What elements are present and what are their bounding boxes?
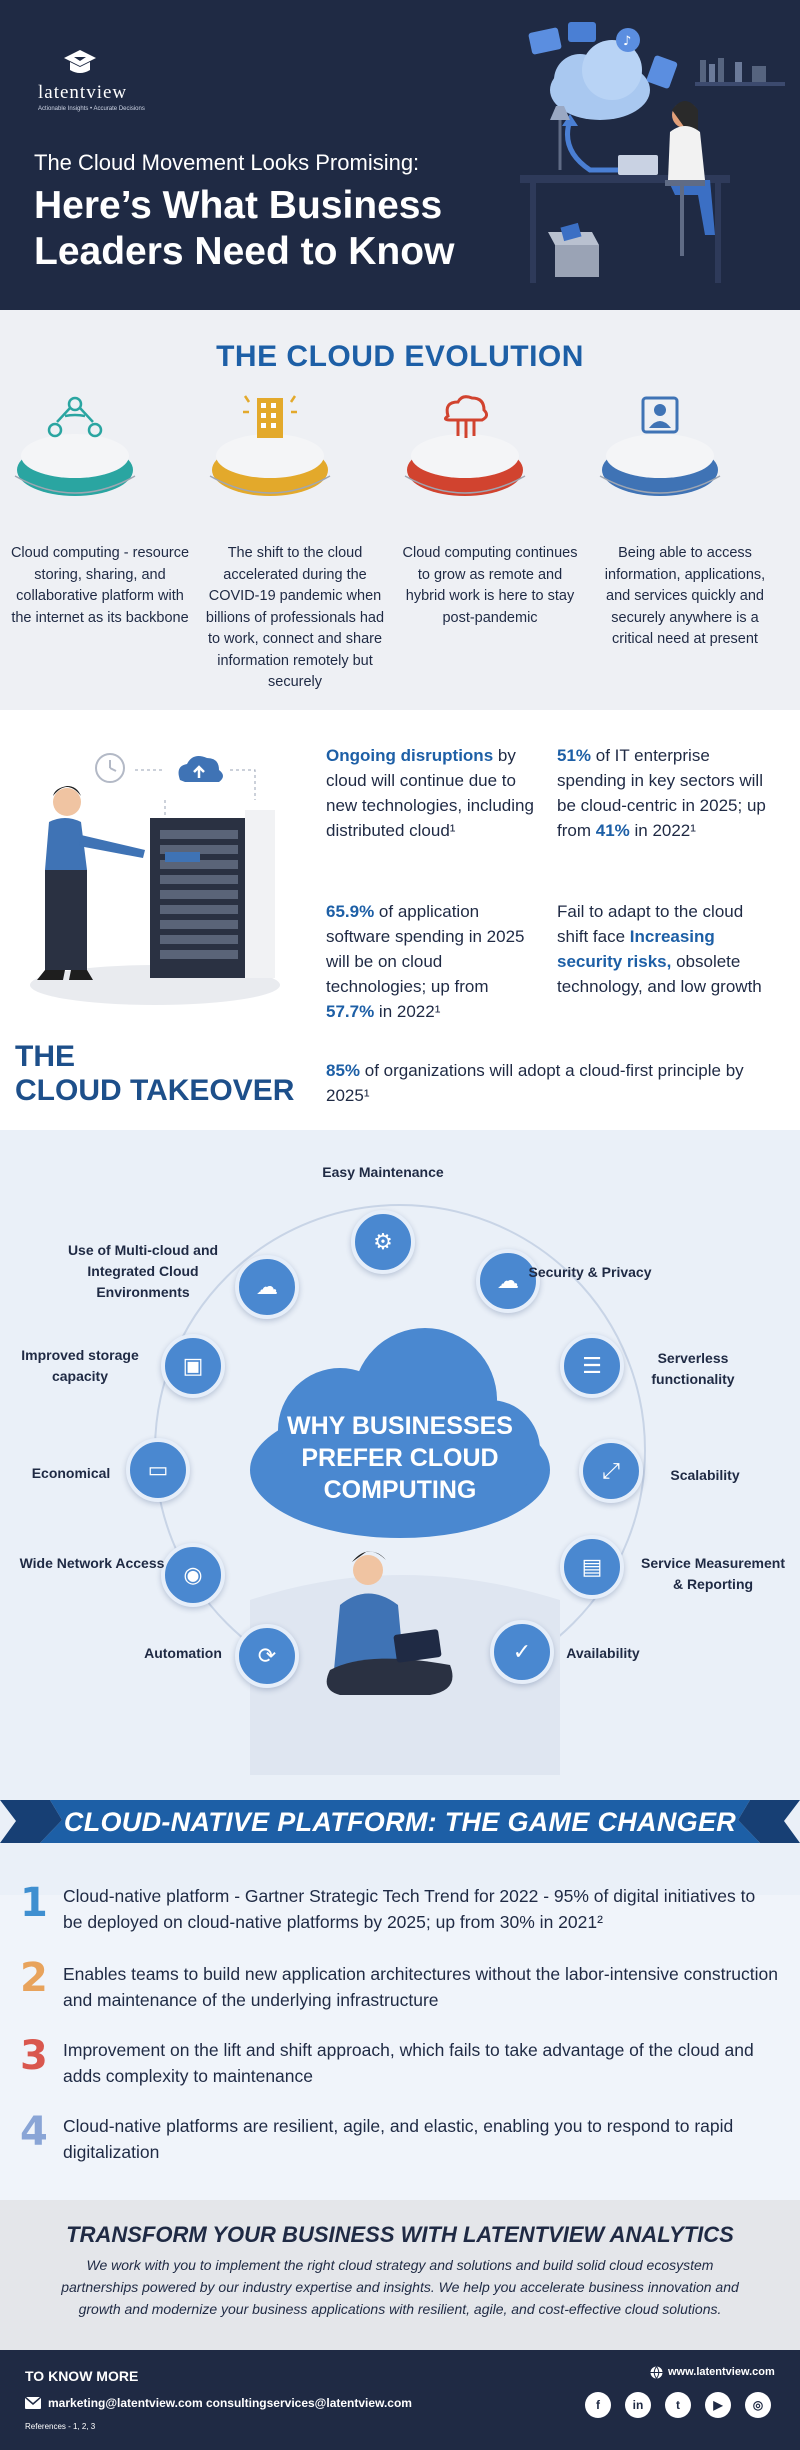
evolution-item: Cloud computing - resource storing, shar… — [10, 392, 190, 629]
instagram-icon[interactable]: ◎ — [745, 2392, 771, 2418]
why-node-label: Security & Privacy — [528, 1264, 652, 1280]
cloud-native-item: Cloud-native platforms are resilient, ag… — [63, 2116, 734, 2162]
people-network-icon — [47, 396, 103, 438]
transform-text: We work with you to implement the right … — [61, 2257, 739, 2317]
evolution-title: THE CLOUD EVOLUTION — [216, 340, 584, 373]
evolution-item: Cloud computing continues to grow as rem… — [400, 392, 580, 629]
globe-icon — [650, 2366, 663, 2379]
automation-gear-icon: ⟳ — [257, 1643, 277, 1669]
evolution-platform-blue — [599, 396, 721, 496]
storage-drive-icon: ▣ — [182, 1353, 204, 1379]
footer-title: TO KNOW MORE — [25, 2368, 139, 2384]
cloud-icon — [550, 40, 650, 120]
header-subtitle: The Cloud Movement Looks Promising: — [34, 150, 420, 175]
multi-cloud-icon: ☁ — [256, 1274, 278, 1300]
cloud-evolution-section: THE CLOUD EVOLUTION Cloud computing - re… — [0, 310, 800, 710]
takeover-fact-4: Fail to adapt to the cloud shift face In… — [557, 902, 762, 996]
takeover-fact-5: 85% of organizations will adopt a cloud-… — [326, 1061, 744, 1105]
person-with-laptop — [326, 1551, 453, 1695]
why-center-title: WHY BUSINESSES PREFER CLOUD COMPUTING — [287, 1412, 513, 1504]
cloud-native-section — [0, 1775, 800, 2200]
twitter-icon[interactable]: t — [665, 2392, 691, 2418]
why-node-label: Easy Maintenance — [322, 1164, 444, 1180]
why-node: ✓ — [490, 1620, 554, 1684]
why-cloud-graphic — [154, 1204, 646, 1775]
header-illustration: ♪ — [520, 22, 785, 283]
why-node: ⟳ — [235, 1624, 299, 1688]
takeover-fact-2: 51% of IT enterprise spending in key sec… — [557, 746, 766, 840]
linkedin-icon[interactable]: in — [625, 2392, 651, 2418]
center-cloud-icon — [250, 1328, 550, 1538]
svg-text:♪: ♪ — [623, 34, 631, 49]
why-node-label: Automation — [144, 1645, 222, 1661]
evolution-text: Cloud computing continues to grow as rem… — [402, 545, 578, 626]
item-number: 4 — [20, 2109, 48, 2155]
logo-mark-icon — [64, 50, 96, 73]
cloud-native-item: Cloud-native platform - Gartner Strategi… — [63, 1886, 756, 1932]
item-number: 1 — [20, 1880, 48, 1926]
cloud-native-item: Improvement on the lift and shift approa… — [63, 2040, 754, 2086]
evolution-platform-yellow — [209, 395, 331, 496]
footer-website-link[interactable]: www.latentview.com — [668, 2366, 775, 2378]
footer-emails[interactable]: marketing@latentview.com consultingservi… — [48, 2396, 412, 2410]
cloud-native-title: CLOUD-NATIVE PLATFORM: THE GAME CHANGER — [63, 1807, 737, 1837]
takeover-fact-3: 65.9% of application software spending i… — [326, 902, 525, 1021]
office-building-icon — [243, 395, 297, 438]
why-node-label: Economical — [31, 1465, 111, 1481]
mail-icon — [25, 2397, 41, 2409]
invoice-icon: ▭ — [147, 1457, 169, 1483]
header-title: Here’s What Business Leaders Need to Kno… — [34, 184, 455, 273]
footer-references[interactable]: References - 1, 2, 3 — [25, 2422, 96, 2431]
cloud-lock-icon: ☁ — [497, 1268, 519, 1294]
why-node: ☁ — [235, 1255, 299, 1319]
transform-section — [0, 2200, 800, 2350]
why-node: ☁ — [476, 1249, 540, 1313]
transform-title: TRANSFORM YOUR BUSINESS WITH LATENTVIEW … — [66, 2222, 734, 2247]
evolution-item: The shift to the cloud accelerated durin… — [205, 392, 385, 694]
evolution-text: The shift to the cloud accelerated durin… — [205, 545, 385, 690]
report-doc-icon: ▤ — [581, 1554, 603, 1580]
why-node: ☰ — [560, 1334, 624, 1398]
evolution-item: Being able to access information, applic… — [595, 392, 775, 651]
antenna-icon: ◉ — [183, 1562, 203, 1588]
why-node-label: Wide Network Access — [19, 1555, 165, 1571]
header-banner: latentview Actionable Insights • Accurat… — [0, 0, 800, 310]
item-number: 3 — [20, 2033, 48, 2079]
why-node-label: Use of Multi-cloud and Integrated Cloud … — [67, 1242, 219, 1300]
why-node: ⤢ — [579, 1439, 643, 1503]
cloud-upload-icon — [178, 756, 223, 782]
logo-text: latentview — [38, 82, 128, 103]
why-node: ▭ — [126, 1438, 190, 1502]
why-node: ▤ — [560, 1535, 624, 1599]
takeover-fact-1: Ongoing disruptions by cloud will contin… — [326, 746, 534, 840]
item-number: 2 — [20, 1955, 48, 2001]
scale-arrow-icon: ⤢ — [602, 1458, 620, 1484]
calendar-check-icon: ✓ — [512, 1639, 532, 1665]
cloud-network-icon — [443, 395, 489, 438]
evolution-platform-red — [404, 395, 526, 496]
why-node-label: Serverless functionality — [651, 1350, 735, 1387]
cloud-takeover-section: Ongoing disruptions by cloud will contin… — [0, 710, 800, 1130]
server-list-icon: ☰ — [582, 1353, 602, 1379]
maintenance-doc-icon: ⚙ — [373, 1229, 393, 1255]
why-node-label: Scalability — [670, 1467, 740, 1483]
facebook-icon[interactable]: f — [585, 2392, 611, 2418]
why-node-label: Availability — [566, 1645, 640, 1661]
evolution-text: Being able to access information, applic… — [604, 545, 766, 647]
cloud-native-item: Enables teams to build new application a… — [63, 1964, 778, 2010]
logo-tagline: Actionable Insights • Accurate Decisions — [38, 106, 145, 112]
why-node-label: Improved storage capacity — [21, 1347, 139, 1384]
why-node-label: Service Measurement & Reporting — [641, 1555, 785, 1592]
user-profile-icon — [641, 396, 679, 434]
takeover-illustration — [30, 753, 280, 1005]
evolution-text: Cloud computing - resource storing, shar… — [10, 545, 190, 626]
youtube-icon[interactable]: ▶ — [705, 2392, 731, 2418]
why-node: ▣ — [161, 1334, 225, 1398]
title-ribbon — [40, 1800, 760, 1843]
why-node: ⚙ — [351, 1210, 415, 1274]
evolution-platform-teal — [14, 396, 136, 496]
why-node: ◉ — [161, 1543, 225, 1607]
